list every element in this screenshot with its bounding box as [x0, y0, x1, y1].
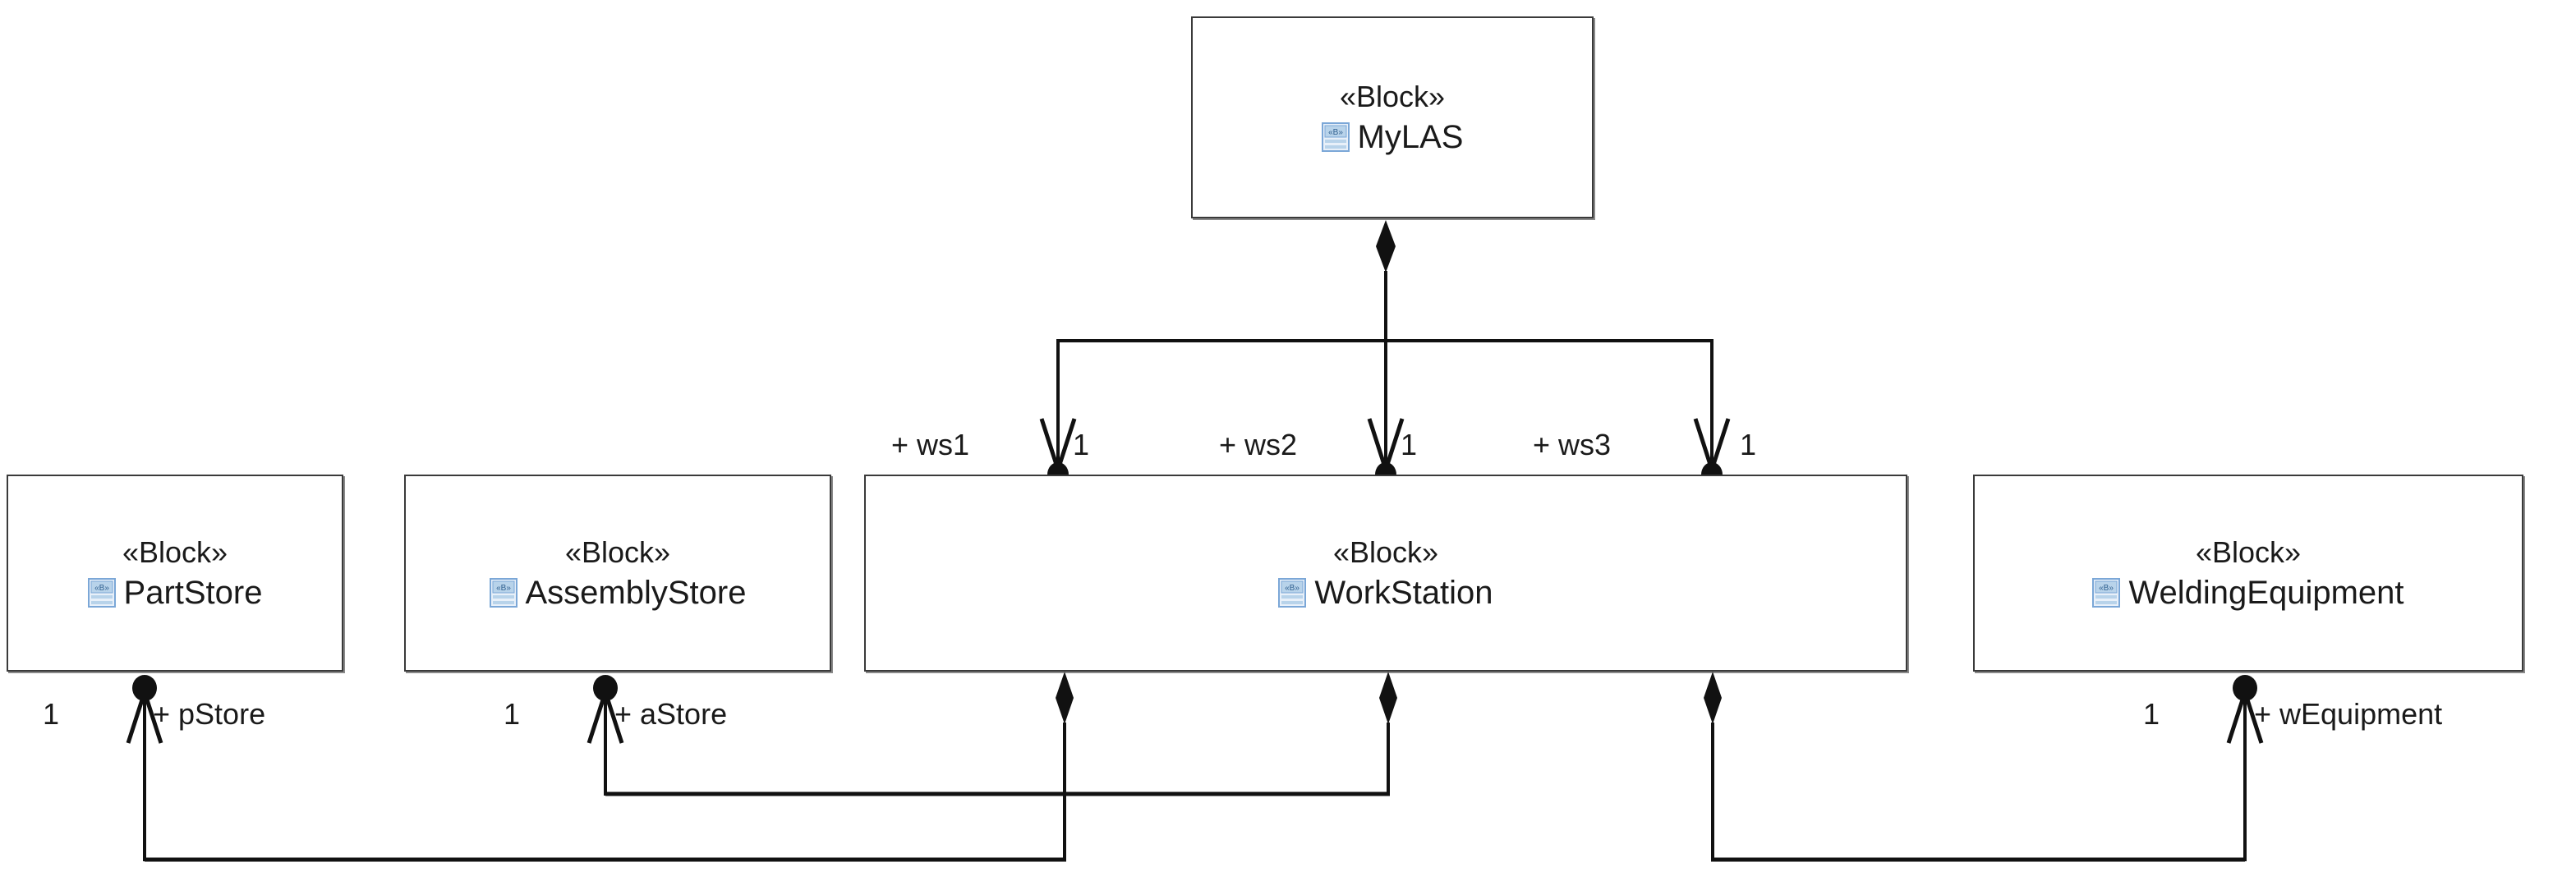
block-nameline-partstore: «B» PartStore: [87, 574, 263, 611]
composition-diamond-wequipment: [1704, 672, 1722, 724]
edge-label-wequipment-role: + wEquipment: [2254, 697, 2443, 731]
edge-label-astore-role: + aStore: [614, 697, 728, 731]
block-name-workstation: WorkStation: [1314, 574, 1493, 611]
composition-diamond-mylas: [1376, 220, 1396, 273]
svg-text:«B»: «B»: [1328, 128, 1343, 137]
edge-label-ws2-multiplicity: 1: [1401, 428, 1418, 461]
connector-workstation-to-partstore[interactable]: [126, 672, 1074, 862]
edge-label-ws3-multiplicity: 1: [1740, 428, 1757, 461]
composition-diamond-pstore: [1056, 672, 1074, 724]
block-nameline-weldingequipment: «B» WeldingEquipment: [2092, 575, 2404, 611]
block-stereotype-workstation: «Block»: [1332, 535, 1439, 570]
block-icon: «B»: [489, 577, 518, 608]
block-icon: «B»: [87, 577, 116, 608]
block-icon: «B»: [2092, 577, 2121, 608]
edge-label-ws2-role: + ws2: [1219, 428, 1298, 461]
connector-workstation-to-assemblystore[interactable]: [586, 672, 1397, 796]
edge-label-ws3-role: + ws3: [1533, 428, 1612, 461]
svg-text:«B»: «B»: [94, 584, 109, 593]
block-workstation[interactable]: «Block» «B» WorkStation: [864, 475, 1907, 672]
edge-label-ws1-role: + ws1: [891, 428, 970, 461]
block-name-partstore: PartStore: [123, 574, 263, 611]
block-assemblystore[interactable]: «Block» «B» AssemblyStore: [404, 475, 831, 672]
edge-label-pstore-role: + pStore: [153, 697, 266, 731]
edge-label-astore-multiplicity: 1: [504, 697, 521, 731]
block-nameline-workstation: «B» WorkStation: [1278, 575, 1493, 611]
block-name-weldingequipment: WeldingEquipment: [2128, 574, 2404, 611]
block-name-assemblystore: AssemblyStore: [525, 574, 747, 611]
edge-label-pstore-multiplicity: 1: [43, 697, 60, 731]
svg-text:«B»: «B»: [1286, 584, 1300, 593]
block-stereotype-assemblystore: «Block»: [564, 535, 671, 570]
block-nameline-assemblystore: «B» AssemblyStore: [489, 574, 747, 611]
block-partstore[interactable]: «Block» «B» PartStore: [7, 475, 343, 672]
composition-diamond-astore: [1379, 672, 1397, 724]
block-name-mylas: MyLAS: [1357, 118, 1464, 155]
connector-mylas-to-workstation-trunk[interactable]: [1056, 220, 1714, 475]
svg-text:«B»: «B»: [2100, 584, 2114, 593]
svg-text:«B»: «B»: [496, 584, 511, 593]
block-stereotype-mylas: «Block»: [1339, 80, 1446, 114]
block-stereotype-partstore: «Block»: [122, 535, 228, 570]
block-icon: «B»: [1278, 577, 1307, 608]
block-nameline-mylas: «B» MyLAS: [1321, 118, 1464, 155]
block-weldingequipment[interactable]: «Block» «B» WeldingEquipment: [1973, 475, 2523, 672]
edge-label-ws1-multiplicity: 1: [1073, 428, 1090, 461]
block-icon: «B»: [1321, 122, 1350, 152]
edge-label-wequipment-multiplicity: 1: [2143, 697, 2160, 731]
block-mylas[interactable]: «Block» «B» MyLAS: [1191, 16, 1594, 218]
block-stereotype-weldingequipment: «Block»: [2195, 535, 2302, 570]
connector-workstation-to-weldingequipment[interactable]: [1704, 672, 2264, 862]
